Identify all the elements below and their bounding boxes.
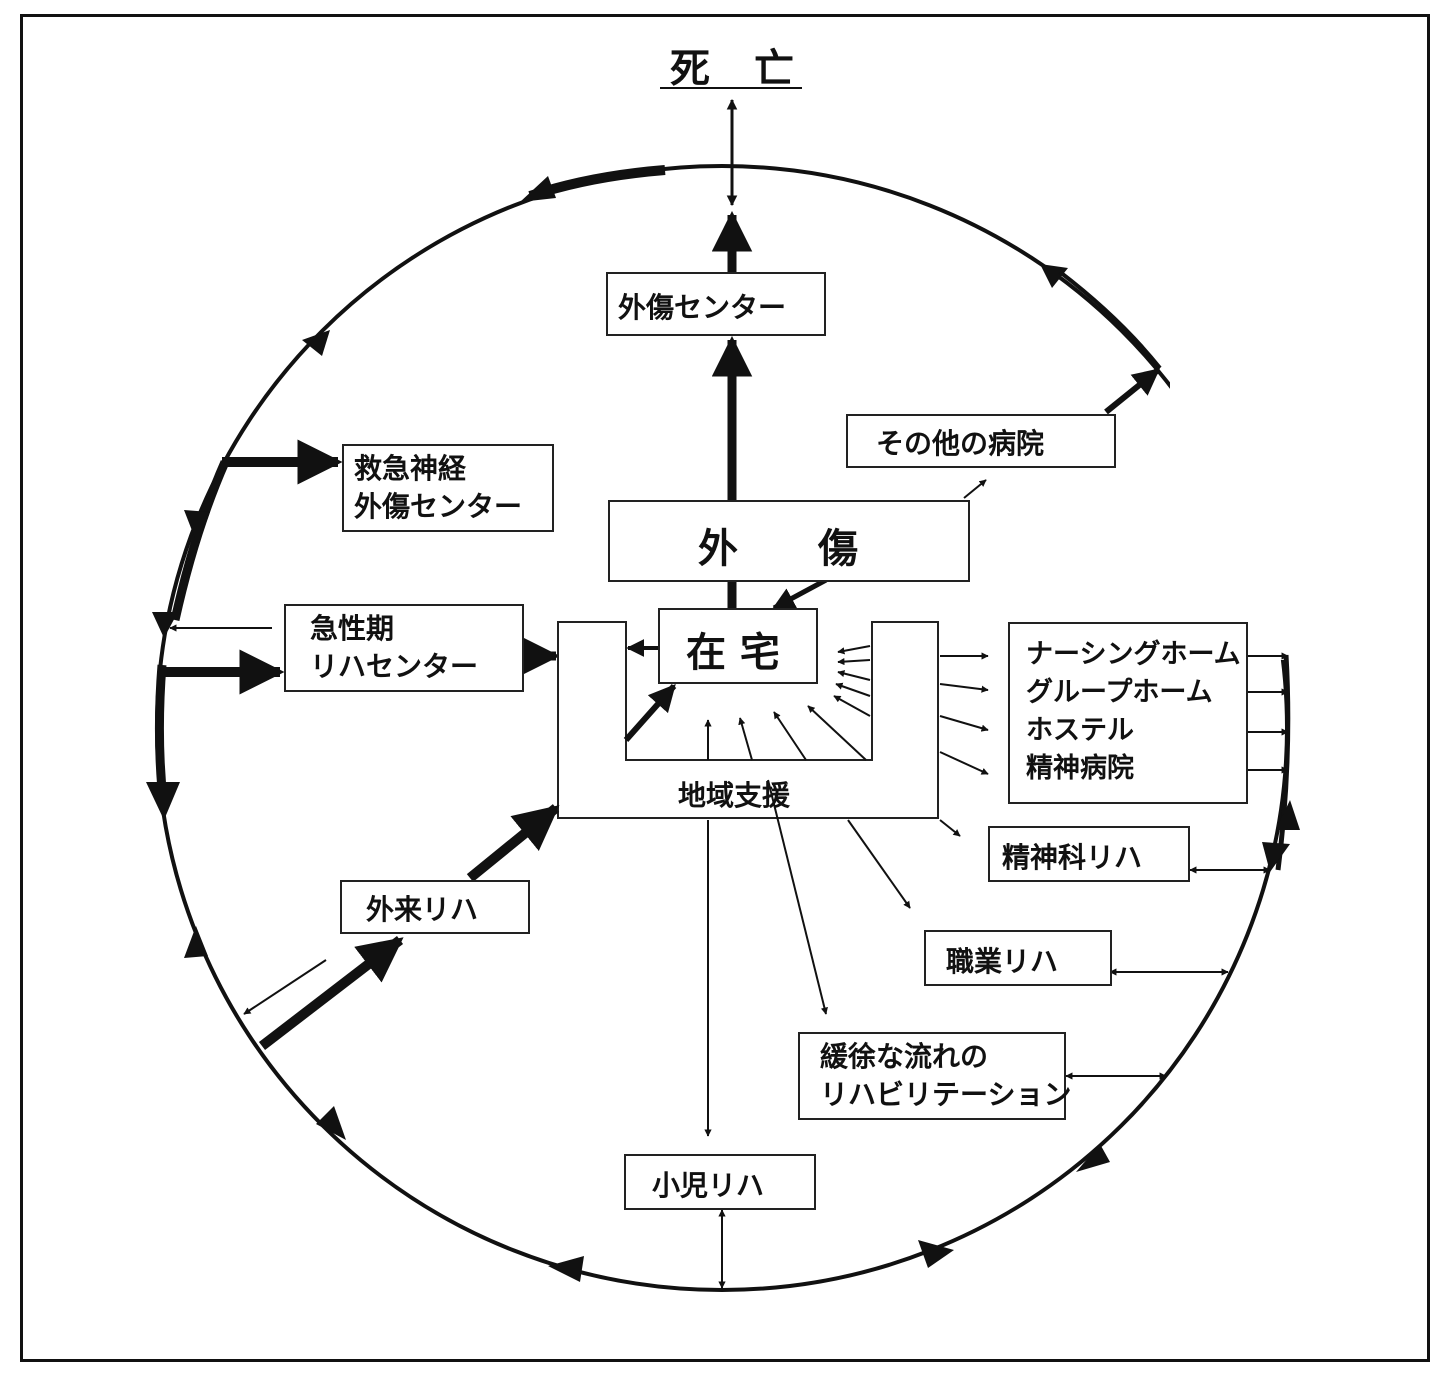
death-label: 死 亡 <box>670 46 796 92</box>
inner-arrow <box>837 670 871 681</box>
inner-arrow <box>833 695 871 717</box>
home-box <box>658 608 818 684</box>
ring-arrowhead <box>1276 800 1300 830</box>
arrow-ring-to-outpatient-rehab <box>258 936 404 1050</box>
community-support-label: 地域支援 <box>678 779 791 812</box>
ring-arrowhead <box>1040 264 1068 288</box>
inner-arrow <box>738 717 753 761</box>
arrow-to-group-home <box>939 683 989 693</box>
neuro-center-box <box>342 444 554 532</box>
home-label: 在 宅 <box>686 630 780 676</box>
community-support-block <box>557 621 939 819</box>
support-to-services-arrows <box>704 779 961 1137</box>
ring-bold-left <box>170 460 230 621</box>
arrow-other-hospital-to-ring <box>1104 367 1161 415</box>
trauma-label: 外 傷 <box>698 526 858 572</box>
ring-arrowhead <box>918 1240 954 1268</box>
arrow-to-psych-hospital <box>939 751 989 775</box>
arrow-to-hostel <box>939 715 989 732</box>
ring-direction-marks <box>146 176 1110 1282</box>
hostel-label: ホステル <box>1026 715 1134 746</box>
slow-stream-rehab-label: 緩徐な流れの リハビリテーション <box>820 1038 1071 1114</box>
ring-arrowhead <box>184 926 208 958</box>
inner-arrow <box>835 682 871 697</box>
pediatric-rehab-box <box>624 1154 816 1210</box>
ring-arrowhead <box>548 1256 584 1282</box>
support-to-residential-arrows <box>939 652 989 775</box>
trauma-center-box <box>606 272 826 336</box>
trauma-box <box>608 500 970 582</box>
residential-box <box>1008 622 1248 804</box>
ring-arrowhead <box>1262 842 1290 872</box>
trauma-center-label: 外傷センター <box>618 291 787 324</box>
arrow-support-to-home-diag <box>623 683 677 742</box>
other-hospital-box <box>846 414 1116 468</box>
neuro-center-line-1: 救急神経 <box>354 452 467 485</box>
figure-frame <box>20 14 1430 1362</box>
slow-stream-line-1: 緩徐な流れの <box>820 1040 989 1073</box>
psych-hospital-label: 精神病院 <box>1026 753 1134 784</box>
outpatient-rehab-label: 外来リハ <box>366 893 479 926</box>
arrow-outpatient-rehab-to-support <box>466 804 560 882</box>
ring-arrowhead <box>1076 1144 1110 1172</box>
vocational-rehab-label: 職業リハ <box>946 945 1059 978</box>
arrow-trauma-to-other-hospital <box>963 479 987 499</box>
other-hospital-label: その他の病院 <box>876 427 1045 460</box>
ring-arrowhead <box>184 510 210 546</box>
neuro-center-line-2: 外傷センター <box>354 490 523 523</box>
ring-arrowhead <box>146 782 180 820</box>
inner-arrow <box>773 711 807 761</box>
ring-arrowhead <box>316 1106 346 1140</box>
ring-right-lower <box>1275 654 1291 871</box>
pediatric-rehab-label: 小児リハ <box>652 1169 765 1202</box>
ring-right-upper <box>1058 270 1162 370</box>
psych-rehab-label: 精神科リハ <box>1002 841 1143 874</box>
acute-rehab-box <box>284 604 524 692</box>
arrow-to-psych-rehab <box>939 819 961 837</box>
arrow-to-slow-stream <box>767 779 828 1015</box>
nursing-home-label: ナーシングホーム <box>1026 639 1241 670</box>
inner-arrow <box>807 705 867 761</box>
support-inner-arrows <box>704 645 871 761</box>
vocational-rehab-box <box>924 930 1112 986</box>
inner-arrow <box>837 645 871 655</box>
ring-gap-cover <box>1170 370 1300 660</box>
neuro-center-label: 救急神経 外傷センター <box>354 450 522 526</box>
ring-arrowhead <box>302 330 330 356</box>
acute-rehab-label: 急性期 リハセンター <box>310 610 478 686</box>
group-home-label: グループホーム <box>1026 677 1213 708</box>
acute-rehab-line-2: リハセンター <box>310 650 479 683</box>
ring-arrowhead <box>520 176 556 202</box>
ring-arrowhead <box>152 612 178 638</box>
slow-stream-line-2: リハビリテーション <box>820 1078 1072 1111</box>
slow-stream-rehab-box <box>798 1032 1066 1120</box>
psych-rehab-box <box>988 826 1190 882</box>
residential-list: ナーシングホーム グループホーム ホステル 精神病院 <box>1026 636 1241 788</box>
acute-rehab-line-1: 急性期 <box>310 612 395 645</box>
arrow-outpatient-rehab-to-ring <box>243 959 327 1015</box>
arrow-trauma-to-home <box>772 577 828 611</box>
outpatient-rehab-box <box>340 880 530 934</box>
arrow-to-vocational-rehab <box>847 819 911 909</box>
inner-arrow <box>837 658 871 666</box>
